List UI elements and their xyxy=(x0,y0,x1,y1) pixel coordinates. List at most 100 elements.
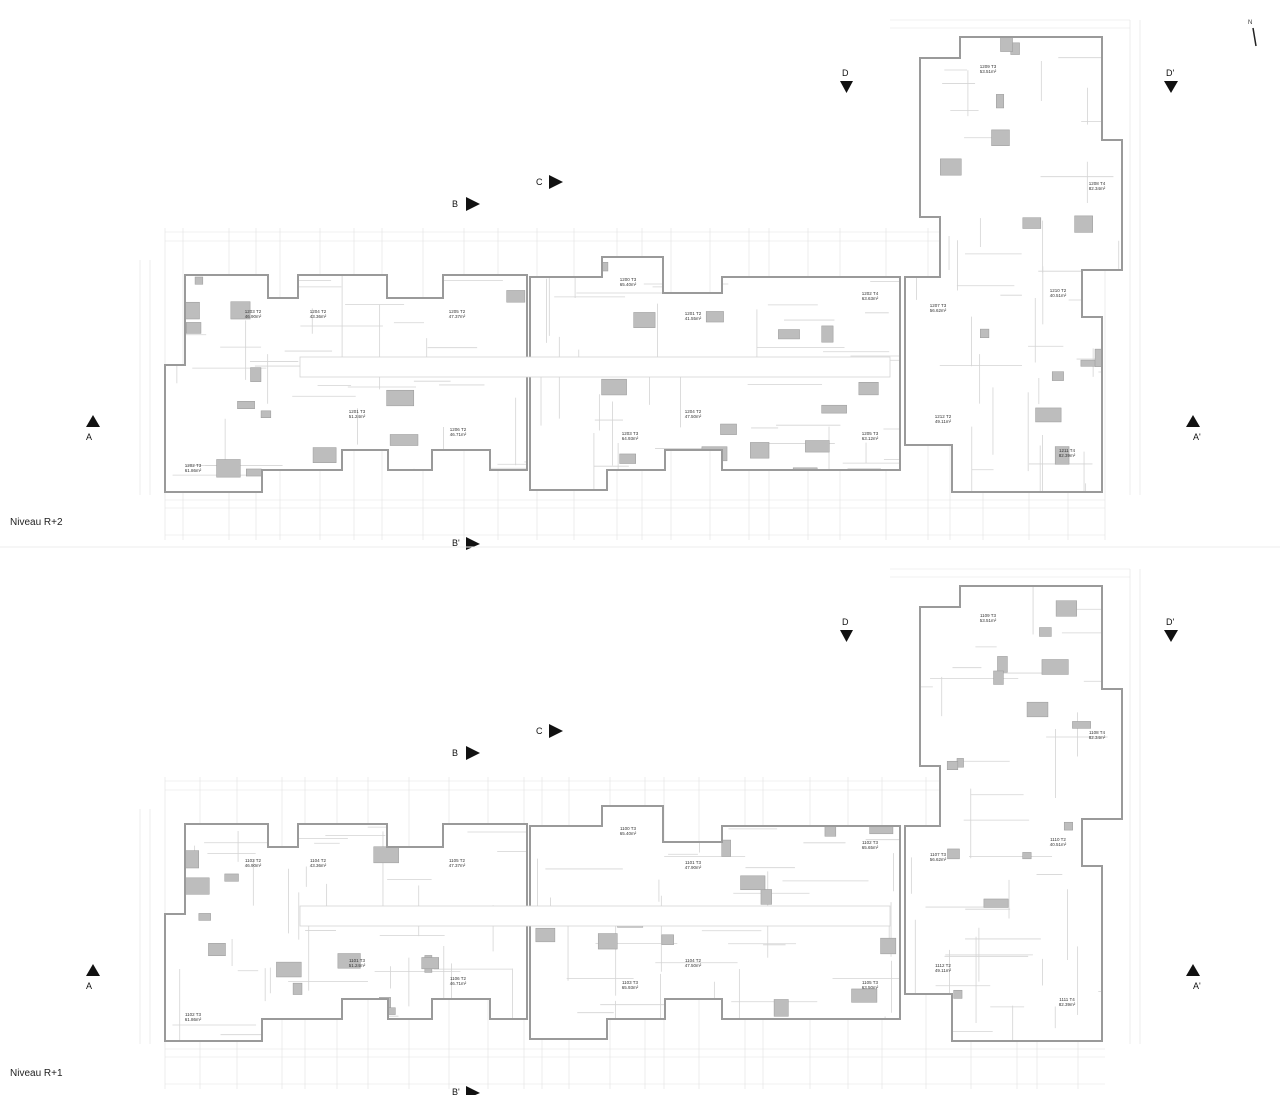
unit-number: 1201 T3 xyxy=(349,409,366,414)
unit-number: 1104 T2 xyxy=(685,958,702,963)
unit-number: 1205 T2 xyxy=(449,309,466,314)
sanitary-fixture xyxy=(601,378,627,396)
west-block-floor xyxy=(165,824,527,1041)
sanitary-fixture xyxy=(250,367,262,382)
section-label: A xyxy=(86,981,92,991)
sanitary-fixture xyxy=(230,301,251,320)
sanitary-fixture xyxy=(1055,600,1077,617)
unit-number: 1106 T2 xyxy=(450,976,467,981)
sanitary-fixture xyxy=(260,410,272,419)
unit-area: 63.63m² xyxy=(862,296,879,301)
sanitary-fixture xyxy=(506,290,526,303)
sanitary-fixture xyxy=(821,404,847,414)
east-tower-outer-wall xyxy=(904,585,1123,1042)
sanitary-fixture xyxy=(1074,215,1093,233)
unit-area: 47.90m² xyxy=(685,865,702,870)
unit-area: 40.51m² xyxy=(1050,842,1067,847)
sanitary-fixture xyxy=(535,927,556,943)
sanitary-fixture xyxy=(1022,217,1042,229)
sanitary-fixture xyxy=(778,329,800,340)
section-marker-a: A xyxy=(86,964,100,991)
sanitary-fixture xyxy=(821,325,834,343)
section-label: B xyxy=(452,748,458,758)
unit-area: 47.37m² xyxy=(449,863,466,868)
sanitary-fixture xyxy=(1000,37,1013,52)
west-block-outer-wall xyxy=(164,823,528,1042)
section-marker-d: D xyxy=(840,617,853,642)
section-label: C xyxy=(536,177,543,187)
section-label: A' xyxy=(1193,981,1201,991)
unit-number: 1102 T3 xyxy=(185,1012,202,1017)
unit-area: 56.62m² xyxy=(930,857,947,862)
sanitary-fixture xyxy=(198,913,211,921)
unit-number: 1211 T4 xyxy=(1059,448,1076,453)
sanitary-fixture xyxy=(991,129,1010,146)
section-marker-a: A xyxy=(86,415,100,442)
unit-number: 1212 T2 xyxy=(935,414,952,419)
section-arrow-icon xyxy=(1186,964,1200,976)
north-arrow: N xyxy=(1246,20,1266,50)
sanitary-fixture xyxy=(246,468,262,477)
section-arrow-icon xyxy=(549,724,563,738)
section-arrow-icon xyxy=(466,537,480,550)
sanitary-fixture xyxy=(208,943,226,957)
section-marker-b: B xyxy=(452,746,480,760)
unit-number: 1110 T2 xyxy=(1050,837,1066,842)
unit-area: 47.37m² xyxy=(449,314,466,319)
unit-number: 1210 T2 xyxy=(1050,288,1067,293)
unit-area: 61.86m² xyxy=(185,468,202,473)
unit-area: 63.50m² xyxy=(862,985,879,990)
unit-area: 64.93m² xyxy=(622,436,639,441)
sanitary-fixture xyxy=(940,158,962,176)
unit-area: 63.12m² xyxy=(862,436,879,441)
section-label: B xyxy=(452,199,458,209)
unit-area: 51.24m² xyxy=(349,414,366,419)
unit-area: 53.51m² xyxy=(980,618,997,623)
sanitary-fixture xyxy=(373,846,399,864)
unit-area: 43.36m² xyxy=(310,314,327,319)
sanitary-fixture xyxy=(661,934,674,945)
north-label: N xyxy=(1248,20,1253,26)
unit-area: 82.34m² xyxy=(1089,186,1106,191)
unit-number: 1202 T4 xyxy=(862,291,879,296)
unit-number: 1204 T2 xyxy=(685,409,702,414)
unit-area: 65.40m² xyxy=(620,282,637,287)
unit-number: 1208 T4 xyxy=(1089,181,1106,186)
sanitary-fixture xyxy=(851,988,878,1003)
section-label: D' xyxy=(1166,68,1174,78)
unit-area: 65.93m² xyxy=(622,985,639,990)
sanitary-fixture xyxy=(744,808,754,822)
sanitary-fixture xyxy=(370,1007,396,1015)
section-marker-b-prime: B' xyxy=(452,1086,480,1095)
section-arrow-icon xyxy=(840,630,853,642)
unit-number: 1109 T3 xyxy=(980,613,997,618)
section-arrow-icon xyxy=(86,415,100,427)
sanitary-fixture xyxy=(916,267,927,276)
section-label: B' xyxy=(452,1087,460,1095)
unit-number: 1111 T4 xyxy=(1059,997,1075,1002)
unit-area: 82.39m² xyxy=(1059,1002,1076,1007)
level-label-r2: Niveau R+2 xyxy=(10,517,63,528)
section-label: A' xyxy=(1193,432,1201,442)
unit-number: 1205 T3 xyxy=(862,431,879,436)
